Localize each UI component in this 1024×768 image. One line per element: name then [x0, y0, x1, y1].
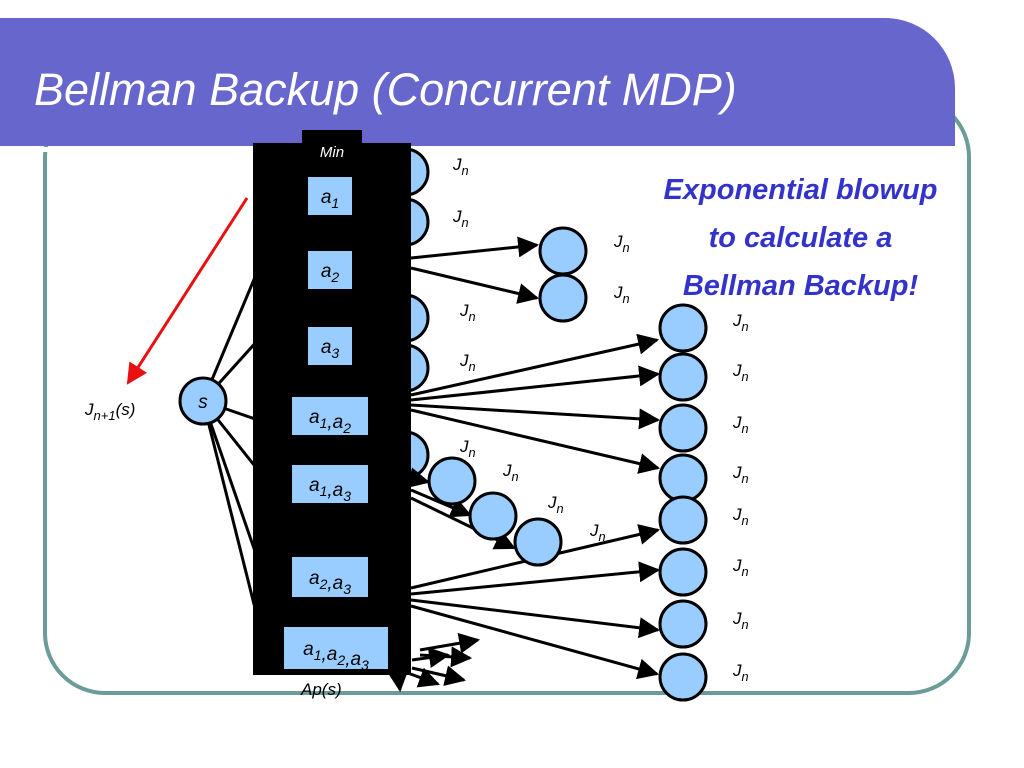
fan-arrow-5 — [404, 667, 440, 688]
jn-label-8: Jn — [502, 461, 519, 484]
jn-label-18: Jn — [732, 661, 749, 684]
chain-node-2 — [468, 491, 518, 541]
mid-node-1 — [538, 226, 588, 276]
chain-node-1 — [427, 456, 477, 506]
ap-label: Ap(s) — [300, 680, 342, 699]
action-box-7 — [284, 627, 388, 669]
arrow-right-3 — [410, 403, 661, 430]
arrow-right-4 — [410, 408, 661, 474]
jn-label-3: Jn — [613, 232, 630, 255]
action-box-3 — [308, 327, 352, 365]
action-box-5 — [292, 465, 368, 503]
action-label-1: a1 — [321, 187, 339, 211]
leaf-node-6 — [658, 547, 708, 597]
state-label: s — [198, 392, 208, 413]
jn-label-12: Jn — [732, 361, 749, 384]
action-label-3: a3 — [321, 337, 340, 361]
callout-line-2: to calculate a — [708, 222, 893, 254]
jn-label-15: Jn — [732, 505, 749, 528]
state-node — [178, 376, 228, 426]
fan-arrow-1 — [419, 632, 481, 654]
jn-label-4: Jn — [613, 283, 630, 306]
jn-label-5: Jn — [459, 301, 476, 324]
arrow-mid-2 — [410, 266, 540, 304]
min-tab — [302, 130, 362, 160]
fan-arrow-3 — [411, 647, 451, 669]
mid-node-2 — [538, 273, 588, 323]
chain-node-3 — [513, 517, 563, 567]
action-box-1 — [308, 177, 352, 215]
leaf-node-5 — [658, 495, 708, 545]
action-box-6 — [292, 557, 368, 597]
arrow-right-1 — [410, 333, 660, 397]
jn-label-11: Jn — [732, 311, 749, 334]
jn-label-7: Jn — [459, 437, 476, 460]
arrow-right-7 — [410, 598, 661, 639]
jn-label-1: Jn — [452, 155, 469, 178]
jn-label-10: Jn — [589, 521, 606, 544]
red-arrow — [126, 197, 249, 385]
min-label: Min — [320, 144, 344, 161]
jn-label-16: Jn — [732, 556, 749, 579]
title-bar: Bellman Backup (Concurrent MDP) — [0, 18, 955, 152]
leaf-node-8 — [658, 652, 708, 702]
jn-label-17: Jn — [732, 609, 749, 632]
leaf-node-7 — [658, 599, 708, 649]
action-box-2 — [308, 251, 352, 289]
jn-label-14: Jn — [732, 463, 749, 486]
arrow-chain-1 — [407, 467, 431, 488]
callout: Exponential blowup to calculate a Bellma… — [628, 166, 973, 310]
s-edge-5 — [201, 400, 260, 561]
arrow-mid-1 — [410, 236, 540, 260]
jn-label-13: Jn — [732, 413, 749, 436]
jn-label-9: Jn — [547, 493, 564, 516]
s-edge-6 — [201, 400, 260, 621]
leaf-node-2 — [658, 352, 708, 402]
title-underline — [0, 147, 905, 152]
callout-line-3: Bellman Backup! — [682, 270, 919, 302]
action-label-4: a1,a2 — [309, 407, 351, 436]
leaf-node-3 — [658, 403, 708, 453]
slide-title: Bellman Backup (Concurrent MDP) — [34, 64, 737, 115]
action-label-6: a2,a3 — [309, 568, 351, 597]
leaf-node-4 — [658, 453, 708, 503]
result-label: Jn+1(s) — [84, 400, 135, 423]
callout-line-1: Exponential blowup — [663, 174, 938, 206]
jn-label-6: Jn — [459, 351, 476, 374]
action-label-2: a2 — [321, 261, 340, 285]
fan-arrow-6 — [387, 670, 409, 693]
action-label-7: a1,a2,a3 — [303, 639, 369, 673]
leaf-node-1 — [658, 303, 708, 353]
action-box-4 — [292, 397, 368, 435]
arrow-right-8 — [410, 604, 660, 680]
arrow-right-2 — [410, 365, 661, 402]
jn-label-2: Jn — [452, 207, 469, 230]
arrow-right-6 — [410, 561, 661, 596]
action-label-5: a1,a3 — [309, 475, 351, 504]
